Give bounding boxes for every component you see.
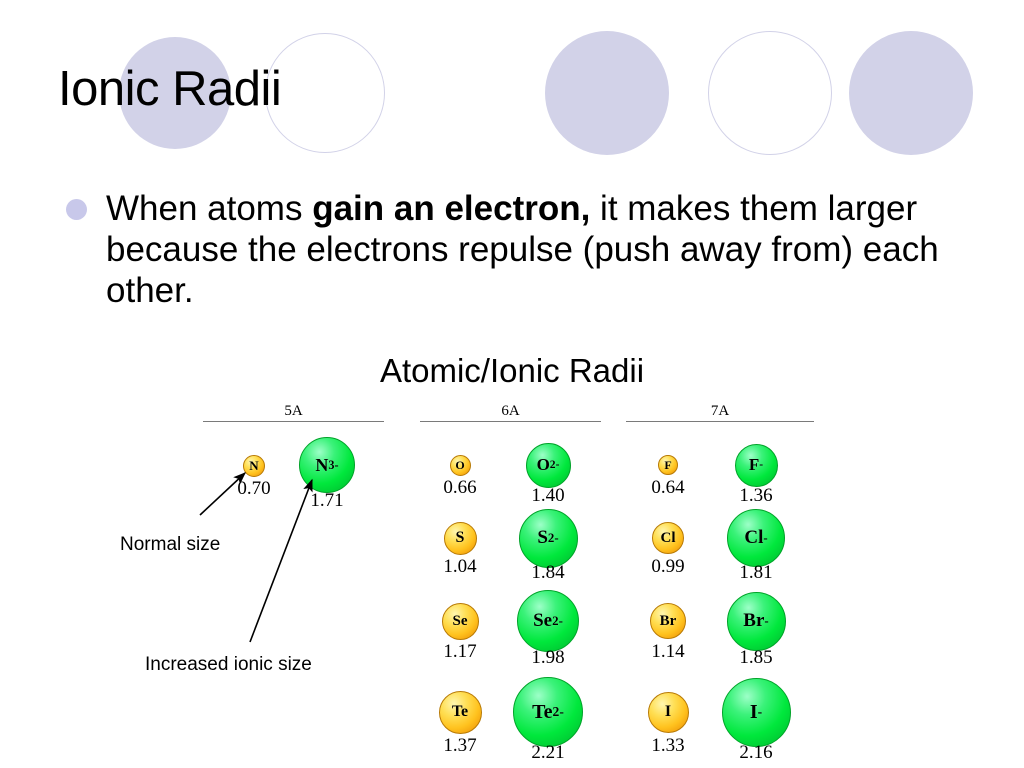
radius-value-cl-atom: 0.99 — [651, 556, 685, 577]
radius-value-i-atom: 1.33 — [651, 735, 685, 756]
species-symbol: Se — [533, 610, 553, 631]
species-symbol: F — [664, 457, 672, 472]
group-label: 6A — [501, 403, 520, 419]
species-symbol: O — [455, 457, 465, 472]
group-header-7a: 7A — [626, 403, 814, 422]
deco-circle-1 — [119, 37, 231, 149]
bullet-text-emphasis: gain an electron, — [312, 189, 591, 228]
bullet-text-after: it makes them larger because the electro… — [106, 189, 939, 310]
species-symbol: S — [537, 527, 548, 548]
sphere-br-ion: Br- — [726, 591, 786, 651]
sphere-cl-ion: Cl- — [727, 509, 785, 567]
species-symbol: I — [749, 700, 758, 723]
group-label: 7A — [710, 403, 730, 419]
radius-value-o-ion: 1.40 — [531, 485, 565, 506]
sphere-f-atom: F — [658, 455, 678, 475]
deco-circle-4 — [708, 31, 832, 155]
radius-value-s-ion: 1.84 — [531, 562, 565, 583]
radius-value-te-atom: 1.37 — [443, 735, 477, 756]
diagram-title: Atomic/Ionic Radii — [379, 352, 645, 389]
species-symbol: Br — [743, 610, 765, 631]
radius-value-i-ion: 2.16 — [739, 742, 773, 763]
group-rule — [626, 421, 814, 422]
sphere-te-atom: Te — [438, 690, 482, 734]
bullet-item-text: When atoms gain an electron, it makes th… — [106, 188, 964, 311]
group-header-5a: 5A — [203, 403, 384, 422]
deco-circle-3 — [545, 31, 669, 155]
radius-value-cl-ion: 1.81 — [739, 562, 773, 583]
radius-value-se-atom: 1.17 — [443, 641, 477, 662]
bullet-list: When atoms gain an electron, it makes th… — [64, 188, 964, 311]
radius-value-n-ion: 1.71 — [310, 490, 344, 511]
species-symbol: Se — [452, 612, 468, 629]
group-rule — [420, 421, 601, 422]
sphere-br-atom: Br — [650, 603, 686, 639]
species-symbol: I — [664, 703, 672, 720]
deco-circle-5 — [849, 31, 973, 155]
sphere-i-ion: I- — [721, 677, 791, 747]
sphere-cl-atom: Cl — [652, 522, 684, 554]
deco-circle-2 — [265, 33, 385, 153]
normal-size-label: Normal size — [120, 534, 221, 555]
radius-value-f-atom: 0.64 — [651, 477, 685, 498]
species-symbol: Cl — [744, 527, 764, 548]
group-rule — [203, 421, 384, 422]
bullet-text-before: When atoms — [106, 189, 313, 228]
group-header-6a: 6A — [420, 403, 601, 422]
species-symbol: N — [249, 458, 259, 473]
sphere-n-atom: N — [243, 455, 265, 477]
sphere-i-atom: I — [647, 691, 689, 733]
species-symbol: Br — [659, 612, 677, 629]
sphere-se-atom: Se — [441, 602, 479, 640]
radius-value-br-atom: 1.14 — [651, 641, 685, 662]
radius-value-f-ion: 1.36 — [739, 485, 773, 506]
sphere-f-ion: F- — [734, 443, 778, 487]
species-symbol: S — [455, 529, 465, 546]
species-symbol: Te — [532, 700, 553, 723]
sphere-o-atom: O — [449, 454, 471, 476]
group-label: 5A — [284, 403, 303, 419]
species-symbol: O — [536, 455, 550, 474]
radius-value-se-ion: 1.98 — [531, 647, 565, 668]
radius-value-te-ion: 2.21 — [531, 742, 565, 763]
species-symbol: Te — [451, 703, 469, 720]
species-symbol: F — [748, 455, 760, 474]
species-symbol: N — [315, 454, 329, 475]
page-title: Ionic Radii — [58, 62, 282, 116]
bullet-dot-icon — [66, 199, 87, 220]
increased-ionic-size-label: Increased ionic size — [145, 654, 312, 675]
radius-value-o-atom: 0.66 — [443, 477, 477, 498]
radius-value-s-atom: 1.04 — [443, 556, 477, 577]
sphere-s-atom: S — [443, 521, 477, 555]
species-symbol: Cl — [660, 529, 676, 546]
radius-value-br-ion: 1.85 — [739, 647, 773, 668]
